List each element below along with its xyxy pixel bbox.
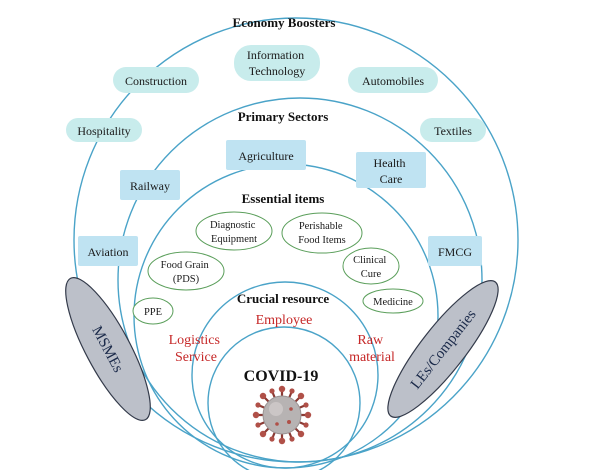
covid-core-ring (207, 326, 361, 470)
svg-text:Construction: Construction (125, 74, 187, 88)
svg-text:PPE: PPE (144, 307, 162, 318)
railway-box: Railway (120, 170, 180, 200)
svg-text:Perishable Food Items: Perishable Food Items (298, 221, 346, 246)
primary-sectors-ring (117, 97, 483, 463)
economy-boosters-heading: Economy Boosters (233, 15, 336, 30)
diagnostic-equipment-item: Diagnostic Equipment (195, 211, 273, 251)
svg-text:Clinical Cure: Clinical Cure (353, 255, 389, 280)
ppe-item: PPE (132, 297, 174, 325)
logistics-service-label: Logistics Service (169, 333, 224, 365)
msmes-ellipse: MSMEs (65, 277, 151, 421)
crucial-resource-heading: Crucial resource (237, 291, 330, 306)
clinical-cure-item: Clinical Cure (342, 247, 400, 285)
textiles-pill: Textiles (420, 118, 486, 142)
medicine-item: Medicine (362, 288, 424, 314)
primary-sectors-heading: Primary Sectors (238, 109, 329, 124)
food-grain-item: Food Grain (PDS) (147, 251, 225, 291)
svg-text:Health Care: Health Care (374, 156, 409, 186)
svg-text:Aviation: Aviation (87, 245, 128, 259)
svg-text:Textiles: Textiles (434, 124, 472, 138)
aviation-box: Aviation (78, 236, 138, 266)
health-care-box: Health Care (356, 152, 426, 188)
svg-text:FMCG: FMCG (438, 245, 472, 259)
hospitality-pill: Hospitality (66, 118, 142, 142)
coronavirus-icon (252, 385, 312, 445)
svg-text:Automobiles: Automobiles (362, 74, 424, 88)
construction-pill: Construction (113, 67, 199, 93)
svg-text:Medicine: Medicine (373, 297, 413, 308)
raw-material-label: Raw material (349, 333, 395, 365)
perishable-food-items-item: Perishable Food Items (281, 212, 363, 254)
svg-text:Railway: Railway (130, 179, 170, 193)
fmcg-box: FMCG (428, 236, 482, 266)
svg-text:Hospitality: Hospitality (77, 124, 130, 138)
covid-core-heading: COVID-19 (244, 368, 319, 385)
svg-text:Information Technology: Information Technology (247, 48, 307, 78)
svg-text:Food Grain (PDS): Food Grain (PDS) (161, 260, 212, 285)
automobiles-pill: Automobiles (348, 67, 438, 93)
agriculture-box: Agriculture (226, 140, 306, 170)
svg-text:Diagnostic Equipment: Diagnostic Equipment (210, 220, 258, 245)
svg-text:Agriculture: Agriculture (238, 149, 293, 163)
essential-items-heading: Essential items (242, 191, 325, 206)
crucial-resource-ring (191, 281, 379, 469)
information-technology-pill: Information Technology (234, 45, 320, 81)
employee-label: Employee (256, 313, 313, 328)
